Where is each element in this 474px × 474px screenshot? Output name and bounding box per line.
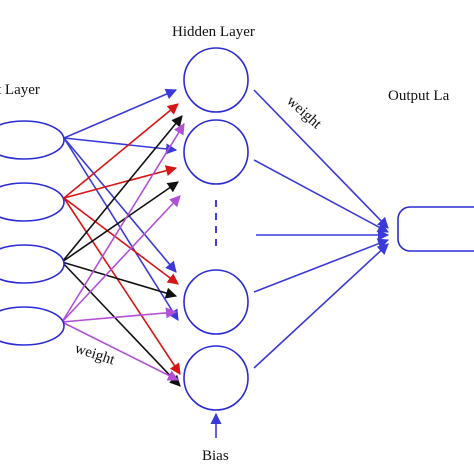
hidden-node (183, 119, 249, 185)
edge-input2-hidden4 (63, 197, 181, 375)
edge-input4-hidden3 (61, 307, 178, 323)
input-node (0, 182, 65, 222)
output-layer-label: Output La (388, 88, 450, 104)
input-layer-label: t Layer (0, 82, 40, 98)
hidden-layer-label: Hidden Layer (172, 24, 255, 40)
hidden-node (183, 345, 249, 411)
edge-hidden1-output (253, 89, 389, 229)
edge-input3-hidden3 (61, 261, 178, 299)
input-layer-nodes (0, 120, 65, 346)
connection-arrows (61, 88, 390, 438)
output-node (397, 206, 474, 252)
hidden-node (183, 269, 249, 335)
input-node (0, 120, 65, 160)
edge-input1-hidden2 (63, 137, 178, 155)
edge-input3-hidden2 (61, 181, 179, 263)
edge-input3-hidden4 (61, 261, 181, 387)
edge-input1-hidden1 (63, 88, 178, 139)
edge-input2-hidden1 (63, 103, 179, 199)
edge-hidden3-output (253, 238, 390, 293)
edge-hidden4-output (253, 243, 389, 369)
edge-input4-hidden1 (61, 123, 185, 323)
hidden-node (183, 47, 249, 113)
input-node (0, 244, 65, 284)
input-node (0, 306, 65, 346)
edge-input1-hidden4 (63, 137, 179, 321)
edge-input4-hidden4 (61, 321, 180, 381)
edge-input1-hidden3 (63, 137, 177, 273)
edge-input2-hidden2 (63, 165, 178, 199)
hidden-layer-nodes (183, 47, 249, 411)
edge-input2-hidden3 (63, 197, 179, 285)
bias-label: Bias (202, 448, 229, 464)
edge-input3-hidden1 (61, 115, 183, 263)
weight-label-bottom: weight (73, 341, 118, 369)
edge-hidden2-output (253, 159, 389, 233)
edge-input4-hidden2 (61, 195, 181, 323)
